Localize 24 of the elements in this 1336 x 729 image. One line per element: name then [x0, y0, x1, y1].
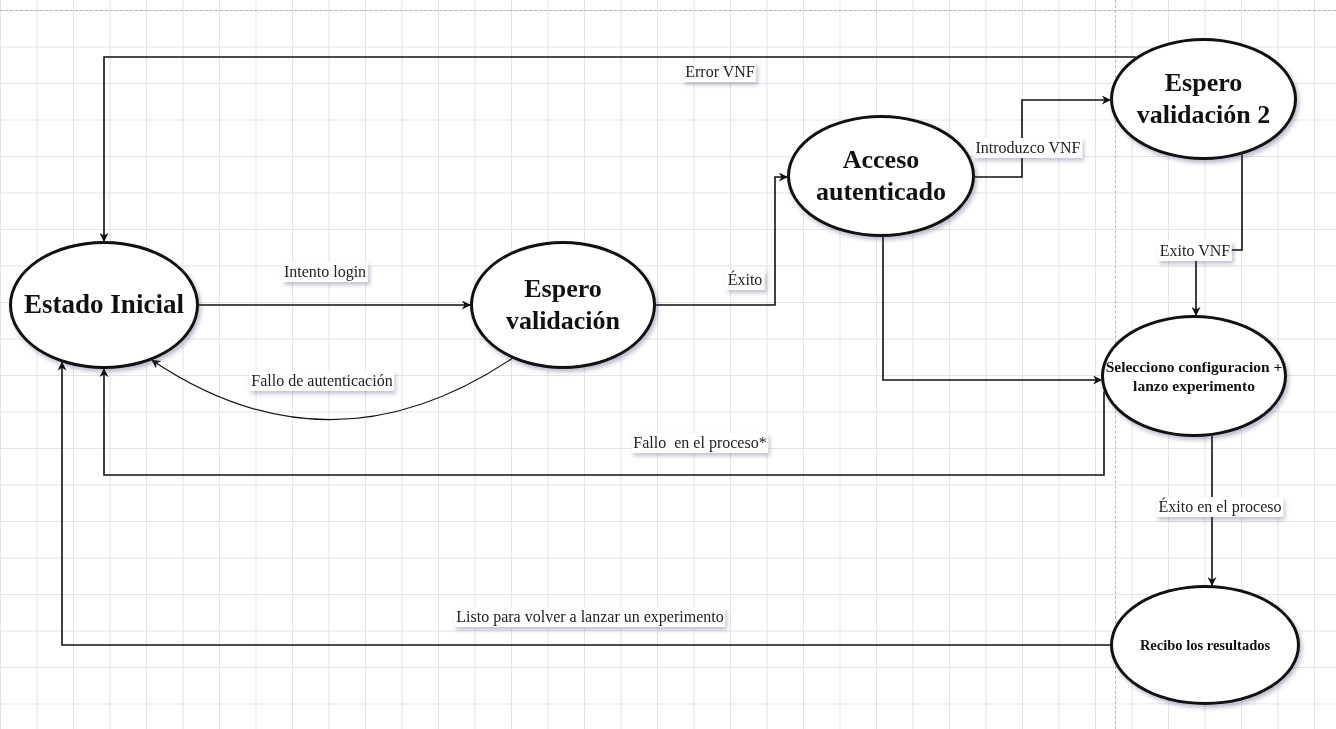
edge-label: Intento login	[281, 262, 369, 282]
arrow	[655, 172, 788, 306]
state-name: Recibo los resultados	[1139, 635, 1271, 655]
edge-label: Fallo de autenticación	[249, 371, 395, 391]
edge-label: Introduzco VNF	[973, 138, 1083, 158]
arrow	[974, 95, 1111, 178]
edge-label: Error VNF	[683, 62, 757, 82]
curved-arrow	[151, 357, 513, 421]
arrow	[99, 56, 1137, 242]
state-name: Espero validación	[504, 272, 622, 337]
edge-label: Éxito	[725, 270, 765, 290]
state-name: Estado Inicial	[24, 288, 184, 322]
arrow	[882, 236, 1103, 385]
arrow	[1207, 435, 1217, 587]
edge-label: Exito VNF	[1157, 241, 1233, 261]
state-name: Acceso autenticado	[815, 143, 947, 208]
edge-label: Fallo en el proceso*	[631, 433, 769, 453]
edge-label: Éxito en el proceso	[1156, 497, 1284, 517]
arrow	[99, 368, 1105, 476]
arrow	[198, 300, 471, 310]
edge-label: Listo para volver a lanzar un experimento	[454, 607, 726, 627]
state-name: Selecciono configuracion + lanzo experimento	[1104, 356, 1284, 396]
state-name: Espero validación 2	[1135, 66, 1272, 131]
arrow	[57, 361, 1111, 646]
